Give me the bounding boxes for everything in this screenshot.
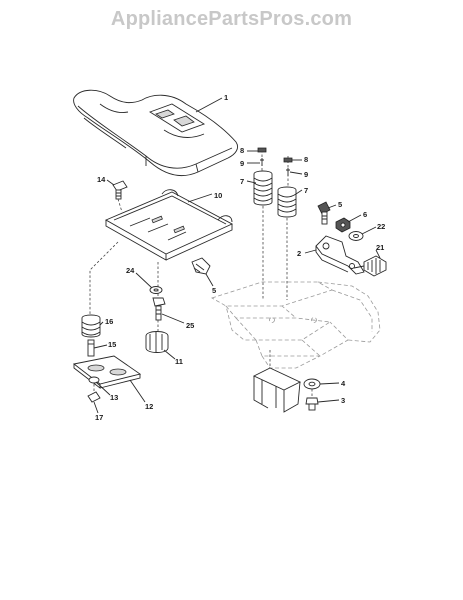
- bolt-part-5-right: [317, 201, 331, 225]
- callout-1: 1: [224, 93, 228, 102]
- lower-bracket: [252, 350, 302, 413]
- callout-7-left: 7: [240, 177, 244, 186]
- callout-8-right: 8: [304, 155, 308, 164]
- callout-16: 16: [105, 317, 113, 326]
- callout-2: 2: [297, 249, 301, 258]
- callout-labels: 1 10 14 8 9 7 8 9 7 5 6 22 21 2 5 24 25 …: [95, 93, 385, 422]
- callout-5-left: 5: [212, 286, 216, 295]
- callout-13: 13: [110, 393, 118, 402]
- spring-part-16: [81, 314, 101, 338]
- plate-part-12: [72, 355, 142, 389]
- washer-part-4: [303, 378, 321, 390]
- callout-14: 14: [97, 175, 106, 184]
- callout-11: 11: [175, 357, 183, 366]
- tractor-frame-outline: [211, 281, 381, 369]
- seat-pan-part: [104, 189, 234, 261]
- callout-21: 21: [376, 243, 384, 252]
- callout-24: 24: [126, 266, 135, 275]
- callout-15: 15: [108, 340, 116, 349]
- washer-part-22: [348, 231, 364, 241]
- callout-8-left: 8: [240, 146, 244, 155]
- knob-part-21: [353, 255, 387, 277]
- callout-5-right: 5: [338, 200, 342, 209]
- bolt-part-17: [87, 384, 101, 403]
- callout-4: 4: [341, 379, 346, 388]
- callout-9-left: 9: [240, 159, 244, 168]
- spring-left: [253, 147, 273, 300]
- callout-22: 22: [377, 222, 385, 231]
- callout-10: 10: [214, 191, 222, 200]
- callout-25: 25: [186, 321, 194, 330]
- bolt-part-3: [305, 389, 319, 411]
- watermark-text: AppliancePartsPros.com: [110, 8, 353, 30]
- spring-right: [277, 156, 297, 300]
- callout-7-right: 7: [304, 186, 308, 195]
- pivot-bracket-part-2: [315, 235, 365, 275]
- knob-part-11: [145, 320, 169, 353]
- callout-3: 3: [341, 396, 345, 405]
- callout-6: 6: [363, 210, 367, 219]
- washer-part-13: [88, 376, 100, 384]
- leader-lines: [93, 97, 381, 414]
- clip-part-5-left: [191, 257, 211, 275]
- nut-part-6: [335, 217, 351, 233]
- callout-12: 12: [145, 402, 153, 411]
- callout-9-right: 9: [304, 170, 308, 179]
- callout-17: 17: [95, 413, 103, 422]
- bolt-part-14: [112, 180, 128, 213]
- pin-part-15: [87, 339, 95, 357]
- bolt-part-25: [152, 262, 166, 321]
